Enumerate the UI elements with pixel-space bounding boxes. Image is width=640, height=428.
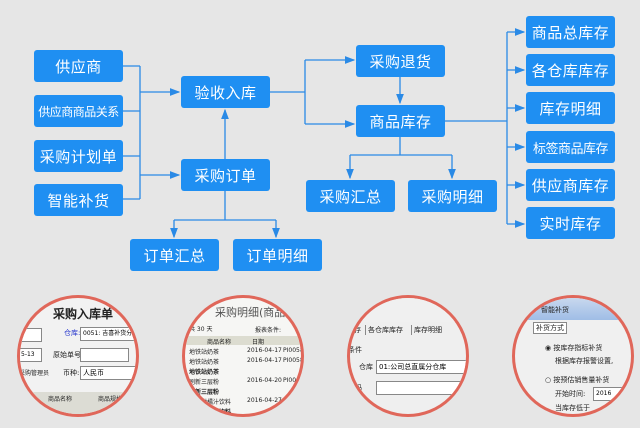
orig-no-label: 原始单号:: [53, 351, 84, 359]
condition-label: 条件: [348, 346, 362, 354]
row-date: 2016-04-17: [247, 347, 282, 354]
receipt-dropdown[interactable]: [20, 328, 42, 342]
start-time-label: 开始时间:: [555, 390, 586, 398]
col-product-name: 商品名称: [48, 396, 73, 403]
row-product-name: 地铁站奶茶: [189, 369, 220, 376]
radio-selected-icon: ◉: [545, 344, 554, 352]
row-date: 2016-04-20: [247, 377, 282, 384]
col-product-spec: 商品规格: [98, 396, 123, 403]
screenshot-smart-replenish: 智能补货 补货方式 ◉ 按库存指标补货 根据库存报警设置, ○ 按预估销售量补货…: [512, 295, 634, 417]
warehouse-input[interactable]: 0051: 吉喜补货分公: [80, 327, 136, 341]
dialog-title: 智能补货: [541, 306, 569, 314]
tab-stock[interactable]: 库存: [347, 326, 361, 334]
node-purchase-detail[interactable]: 采购明细: [408, 180, 497, 212]
node-order-detail[interactable]: 订单明细: [233, 239, 322, 271]
warehouse-label: 仓库: [359, 363, 373, 371]
row-date: 2016-04-27: [247, 397, 282, 404]
radio-by-stock-label: 按库存指标补货: [553, 344, 603, 352]
detail-header: [185, 336, 301, 345]
row-doc-no: PI006: [283, 377, 300, 384]
node-realtime-stock[interactable]: 实时库存: [526, 207, 615, 239]
radio-by-sales[interactable]: ○ 按预估销售量补货: [545, 375, 609, 385]
opt1-desc: 根据库存报警设置,: [555, 357, 614, 365]
node-product-stock[interactable]: 商品库存: [356, 105, 445, 137]
node-receive-stock[interactable]: 验收入库: [181, 76, 270, 108]
receipt-title: 采购入库单: [53, 307, 114, 321]
node-total-stock[interactable]: 商品总库存: [526, 16, 615, 48]
radio-empty-icon: ○: [545, 376, 554, 384]
start-time-input[interactable]: 2016: [593, 387, 627, 401]
row-product-name: 杨枝柑橘汁饮料: [189, 409, 232, 416]
row-date: 2016-04-17: [247, 357, 282, 364]
node-supplier[interactable]: 供应商: [34, 50, 123, 82]
node-smart-replenish[interactable]: 智能补货: [34, 184, 123, 216]
row-product-name: 地铁站奶茶: [189, 359, 220, 366]
radio-by-sales-label: 按预估销售量补货: [553, 376, 610, 384]
barcode-input[interactable]: [376, 381, 466, 395]
currency-input[interactable]: 人民币: [80, 366, 136, 380]
screenshot-stock-query: 库存 各仓库库存 库存明细 条件 仓库 01:公司总直属分仓库 条码: [347, 295, 469, 417]
row-doc-no: PI0058: [283, 357, 304, 364]
detail-title: 采购明细(商品): [215, 306, 290, 319]
detail-days: 共 30 天: [189, 326, 213, 333]
dialog-titlebar: [515, 298, 631, 320]
row-product-name: 刷新三层粉: [189, 389, 220, 396]
radio-by-stock[interactable]: ◉ 按库存指标补货: [545, 343, 602, 353]
detail-condition: 报表条件:: [255, 327, 282, 334]
screenshot-receipt-form: 采购入库单 仓库: 0051: 吉喜补货分公 5-13 原始单号: 采购管理员 …: [17, 295, 139, 417]
node-supplier-stock[interactable]: 供应商库存: [526, 169, 615, 201]
col-name: 商品名称: [207, 339, 232, 346]
barcode-label: 条码: [348, 384, 362, 392]
row-product-name: 刷新三层粉: [189, 379, 220, 386]
node-purchase-summary[interactable]: 采购汇总: [306, 180, 395, 212]
currency-label: 币种:: [63, 369, 80, 377]
col-date: 日期: [252, 339, 265, 346]
row-product-name: 杨枝柑橘汁饮料: [189, 399, 232, 406]
tab-replenish-mode[interactable]: 补货方式: [533, 322, 567, 334]
node-purchase-order[interactable]: 采购订单: [181, 159, 270, 191]
tab-stock-detail[interactable]: 库存明细: [411, 325, 442, 335]
tab-area: [350, 298, 466, 322]
screenshot-purchase-detail: 采购明细(商品) 共 30 天 报表条件: 商品名称 日期 地铁站奶茶 2016-…: [182, 295, 304, 417]
grid-header: [20, 392, 136, 414]
warehouse-label: 仓库:: [64, 329, 81, 337]
node-supplier-product-relation[interactable]: 供应商商品关系: [34, 95, 123, 127]
tab-warehouse-stock[interactable]: 各仓库库存: [365, 325, 403, 335]
row-doc-no: PI0058: [283, 347, 304, 354]
row-product-name: 地铁站奶茶: [189, 349, 220, 356]
node-label-product-stock[interactable]: 标签商品库存: [526, 131, 615, 163]
manager-field: 采购管理员: [19, 370, 50, 377]
connector-lines: [123, 28, 526, 239]
node-purchase-plan[interactable]: 采购计划单: [34, 140, 123, 172]
node-order-summary[interactable]: 订单汇总: [130, 239, 219, 271]
warehouse-input[interactable]: 01:公司总直属分仓库: [376, 360, 466, 374]
node-purchase-return[interactable]: 采购退货: [356, 45, 445, 77]
node-stock-detail[interactable]: 库存明细: [526, 92, 615, 124]
date-input[interactable]: 5-13: [20, 348, 42, 362]
node-warehouse-stock[interactable]: 各仓库库存: [526, 54, 615, 86]
orig-no-input[interactable]: [80, 348, 129, 362]
current-stock-label: 当库存低于: [555, 404, 590, 412]
